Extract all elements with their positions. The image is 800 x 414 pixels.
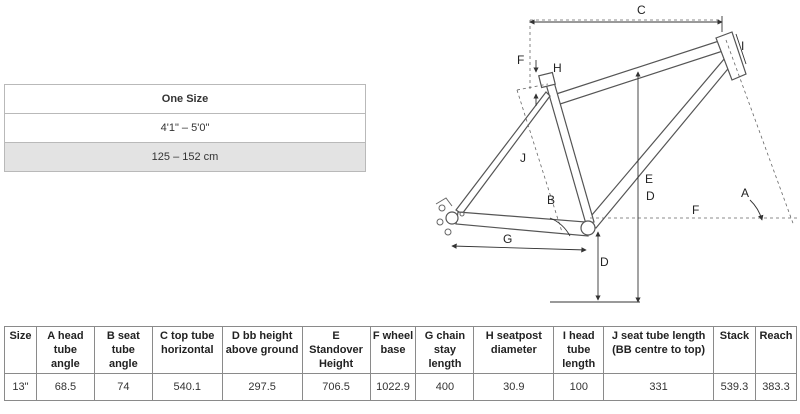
label-f-wheelbase: F [692, 203, 699, 217]
label-a: A [741, 186, 749, 200]
cell-i: 100 [553, 373, 605, 401]
rear-dropout [445, 211, 459, 225]
cell-size: 13" [4, 373, 37, 401]
sizing-height-imperial: 4'1" – 5'0" [4, 113, 366, 143]
label-h: H [553, 61, 562, 75]
seatpost-clamp [538, 71, 556, 89]
col-header-e: E Standover Height [301, 326, 371, 374]
col-header-c: C top tube horizontal [151, 326, 223, 374]
cell-f: 1022.9 [369, 373, 417, 401]
bottom-bracket [580, 220, 596, 236]
cell-j: 331 [603, 373, 714, 401]
sizing-title: One Size [4, 84, 366, 114]
label-b: B [547, 193, 555, 207]
seat-stay [455, 91, 551, 215]
sizing-table: One Size 4'1" – 5'0" 125 – 152 cm [4, 84, 366, 172]
label-c: C [637, 3, 646, 17]
col-header-size: Size [4, 326, 37, 374]
cell-e: 706.5 [301, 373, 371, 401]
cell-a: 68.5 [35, 373, 95, 401]
head-tube [715, 31, 747, 81]
col-header-a: A head tube angle [35, 326, 95, 374]
geometry-header-row: Size A head tube angle B seat tube angle… [4, 326, 798, 374]
table-row: 13" 68.5 74 540.1 297.5 706.5 1022.9 400… [4, 373, 798, 401]
col-header-stack: Stack [712, 326, 756, 374]
col-header-i: I head tube length [553, 326, 605, 374]
label-g: G [503, 232, 512, 246]
sizing-height-metric: 125 – 152 cm [4, 142, 366, 172]
col-header-b: B seat tube angle [93, 326, 153, 374]
label-d-lower: D [600, 255, 609, 269]
col-header-h: H seatpost diameter [473, 326, 555, 374]
cell-reach: 383.3 [754, 373, 798, 401]
col-header-g: G chain stay length [415, 326, 475, 374]
cell-c: 540.1 [151, 373, 223, 401]
bike-frame [445, 31, 747, 237]
col-header-d: D bb height above ground [221, 326, 303, 374]
cell-d: 297.5 [221, 373, 303, 401]
label-i: I [741, 39, 744, 53]
col-header-j: J seat tube length (BB centre to top) [603, 326, 714, 374]
label-j: J [520, 151, 526, 165]
label-d-upper: D [646, 189, 655, 203]
label-f-seatpost: F [517, 53, 524, 67]
label-e: E [645, 172, 653, 186]
cell-h: 30.9 [473, 373, 555, 401]
cell-stack: 539.3 [712, 373, 756, 401]
geometry-table: Size A head tube angle B seat tube angle… [4, 326, 798, 401]
cell-b: 74 [93, 373, 153, 401]
cell-g: 400 [415, 373, 475, 401]
frame-geometry-diagram: C I F H J E D A B F G D [435, 3, 798, 303]
col-header-reach: Reach [754, 326, 798, 374]
dropout-hardware [435, 197, 465, 236]
dimension-lines [451, 16, 764, 303]
col-header-f: F wheel base [369, 326, 417, 374]
